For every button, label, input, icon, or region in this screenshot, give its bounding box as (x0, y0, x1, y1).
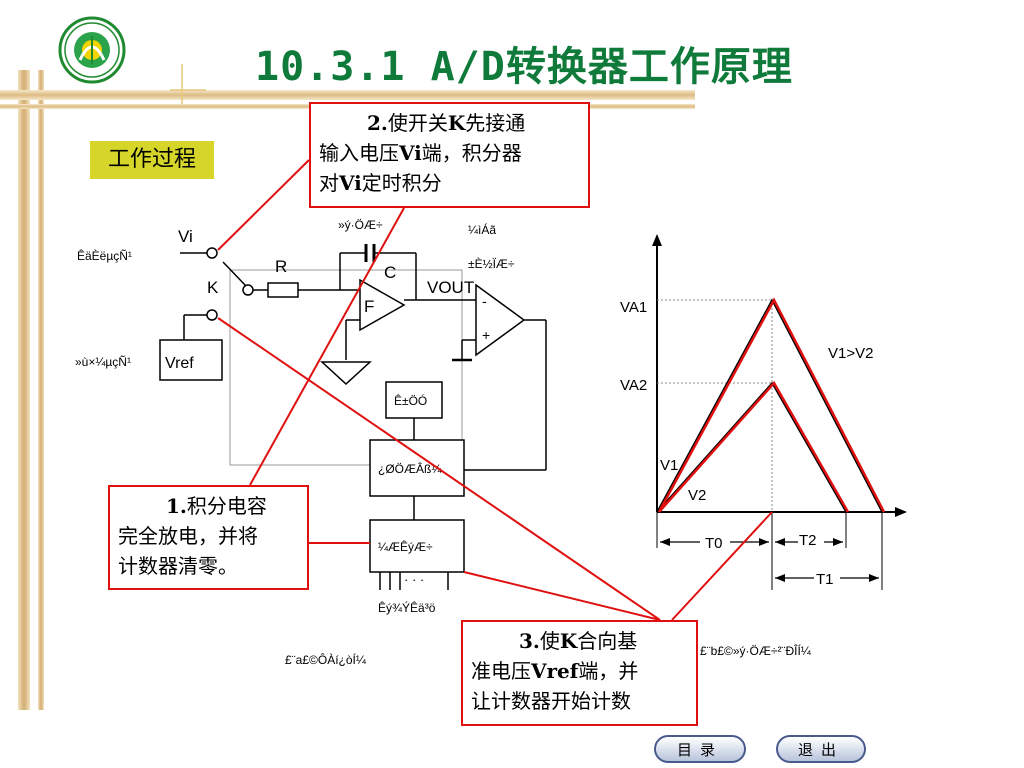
step-3-line2a: 准电压 (471, 659, 531, 683)
comparator-label-2: ±È½ÏÆ÷ (468, 256, 515, 271)
output-dots: · · · (404, 572, 424, 587)
step-3-line2c: 端，并 (578, 659, 639, 683)
va2-label: VA2 (620, 377, 647, 394)
callout-step-2: 2.使开关K先接通 输入电压Vi端，积分器 对Vi定时积分 (309, 102, 590, 208)
vi-label: Vi (178, 227, 193, 246)
comparator-minus: - (482, 293, 487, 309)
callout-step-1: 1.积分电容 完全放电，并将 计数器清零。 (108, 485, 309, 590)
step-2-line2c: 端，积分器 (421, 141, 522, 165)
t2-label: T2 (799, 532, 817, 549)
exit-button[interactable]: 退出 (776, 735, 866, 763)
comparator-opamp (475, 283, 526, 357)
integrator-opamp-f (359, 278, 406, 332)
t0-label: T0 (705, 535, 723, 552)
vref-box (159, 339, 223, 381)
r-label: R (275, 257, 287, 276)
resistor-r (267, 282, 299, 298)
v1-gt-v2-label: V1>V2 (828, 345, 873, 362)
step-3-text-b: 合向基 (577, 629, 638, 653)
t1-label: T1 (816, 571, 834, 588)
v1-label: V1 (660, 457, 678, 474)
callout-2-line-b (249, 207, 405, 486)
step-2-text: 使开关 (387, 111, 448, 135)
caption-a: £¨a£©Ô­Àí¿òÍ¼ (285, 652, 367, 667)
va1-label: VA1 (620, 299, 647, 316)
table-of-contents-button[interactable]: 目录 (654, 735, 746, 763)
waveform-v1-red (657, 297, 886, 513)
input-voltage-label: ÊäÈëµçÑ¹ (77, 248, 132, 263)
step-2-line2a: 输入电压 (319, 141, 399, 165)
switch-k-pivot (242, 284, 254, 296)
ref-voltage-label: »ù×¼µçÑ¹ (75, 355, 131, 369)
caption-b: £¨b£©»ý·ÖÆ÷²¨ÐÎÍ¼ (700, 643, 812, 658)
counter-label: ¼ÆÊýÆ÷ (378, 539, 433, 554)
clock-box (385, 381, 443, 419)
switch-k-blade (222, 261, 247, 287)
callout-3-line-a (217, 317, 661, 621)
v2-label: V2 (688, 487, 706, 504)
c-label: C (384, 263, 396, 282)
waveform-v2-red (658, 380, 850, 513)
university-logo (58, 16, 126, 84)
system-boundary-box (229, 269, 463, 466)
callout-step-3: 3.使K合向基 准电压Vref端，并 让计数器开始计数 (461, 620, 698, 726)
comparator-label-1: ¼ìÁã (468, 222, 496, 237)
step-3-text-a: 使 (539, 629, 560, 653)
waveform-v1-black (656, 298, 883, 513)
step-2-k: K (447, 111, 466, 135)
step-1-line2: 完全放电，并将 (118, 524, 258, 548)
step-2-vi: Vi (399, 141, 422, 165)
vref-terminal (206, 309, 218, 321)
clock-label: Ê±ÖÓ (394, 393, 427, 408)
callout-2-line-a (217, 159, 310, 251)
control-logic-box (369, 439, 465, 497)
step-2-number: 2. (367, 111, 388, 135)
digital-out-label: Êý¾ÝÊä³ö (378, 600, 436, 615)
step-3-vref: Vref (531, 659, 579, 683)
page-title: 10.3.1 A/D转换器工作原理 (255, 44, 793, 90)
step-3-line3: 让计数器开始计数 (471, 689, 631, 713)
step-1-number: 1. (166, 494, 187, 518)
step-1-text: 积分电容 (186, 494, 267, 518)
step-3-k: K (559, 629, 578, 653)
vi-terminal (206, 247, 218, 259)
ground-icon (320, 361, 372, 386)
step-2-line3a: 对 (319, 171, 339, 195)
vref-label: Vref (165, 355, 194, 372)
f-label: F (364, 297, 374, 316)
control-logic-label: ¿ØÖÆÂß¼­ (378, 461, 442, 476)
comparator-plus: + (482, 327, 490, 343)
step-3-number: 3. (519, 629, 540, 653)
step-2-line3c: 定时积分 (361, 171, 442, 195)
integrator-label: »ý·ÖÆ÷ (338, 218, 383, 232)
step-2-text-b: 先接通 (465, 111, 526, 135)
step-2-vi-2: Vi (339, 171, 362, 195)
work-process-label: 工作过程 (90, 141, 214, 179)
waveform-v2-black (656, 381, 847, 513)
callout-3-line-b (463, 571, 661, 621)
k-label: K (207, 278, 219, 297)
counter-box (369, 519, 465, 573)
vout-label: VOUT (427, 278, 474, 297)
callout-3-line-c (671, 511, 773, 621)
step-1-line3: 计数器清零。 (118, 554, 238, 578)
